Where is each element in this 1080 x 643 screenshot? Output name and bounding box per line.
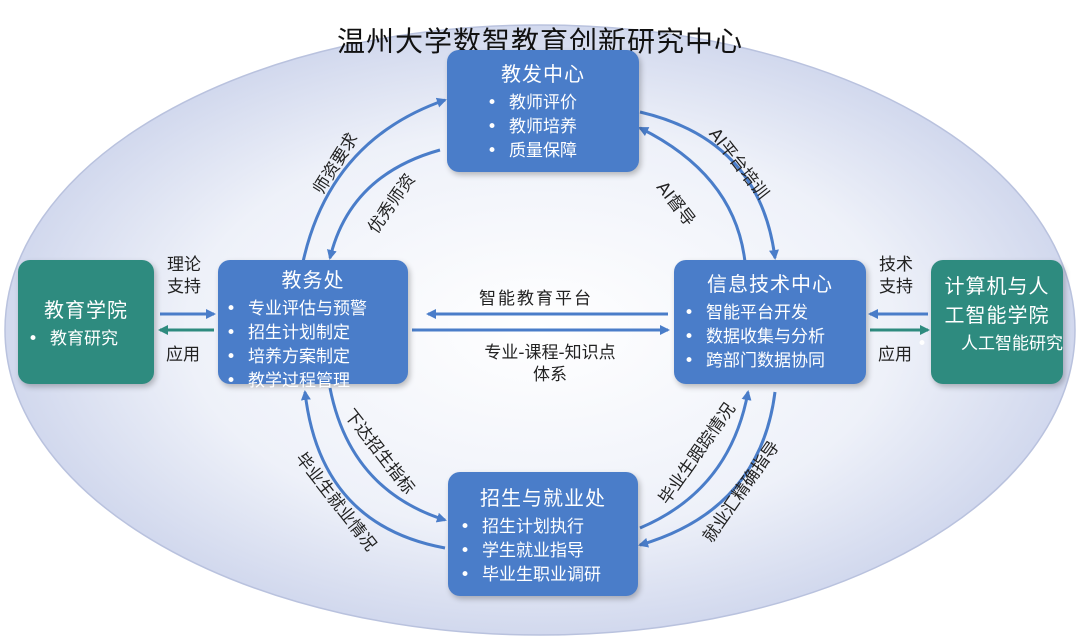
box-jiaowu-item: 培养方案制定 [226,345,408,369]
box-jiaowu-item: 专业评估与预警 [226,297,408,321]
box-xinxi-item: 数据收集与分析 [684,325,866,349]
box-jiaowu: 教务处 专业评估与预警 招生计划制定 培养方案制定 教学过程管理 [218,260,408,391]
label-jishu: 技术 [879,255,913,275]
box-jisuanji-title-2: 工智能学院 [944,303,1050,327]
box-zhaosheng-item: 招生计划执行 [460,515,638,539]
box-jiaoyu: 教育学院 教育研究 [18,260,154,384]
label-zhichi: 支持 [167,277,201,297]
label-right-yingyong: 应用 [878,345,912,365]
label-zhuanye-kecheng: 专业-课程-知识点 体系 [450,342,650,386]
box-xinxi-item: 智能平台开发 [684,301,866,325]
label-left-yingyong: 应用 [166,345,200,365]
box-jisuanji-item: 人工智能研究 [939,332,1073,356]
label-zhuanye-kecheng-2: 体系 [533,365,567,385]
box-xinxi: 信息技术中心 智能平台开发 数据收集与分析 跨部门数据协同 [674,260,866,384]
box-jiaowu-item: 教学过程管理 [226,369,408,393]
box-jiaofa-item: 教师培养 [487,115,639,139]
box-jiaofa-item: 教师评价 [487,91,639,115]
arrow-shizi-yaoqiu [301,97,447,263]
label-zhuanye-kecheng-1: 专业-课程-知识点 [484,343,616,363]
box-jiaoyu-title: 教育学院 [44,298,128,322]
box-zhaosheng-title: 招生与就业处 [480,486,606,510]
label-jishu-zhichi-2: 支持 [879,277,913,297]
box-jiaoyu-item: 教育研究 [28,327,154,351]
label-lilun-zhichi: 理论 支持 [164,254,204,298]
arrow-xiada-zhaosheng [328,387,447,523]
box-jiaofa: 教发中心 教师评价 教师培养 质量保障 [447,50,639,172]
label-lilun: 理论 [167,255,201,275]
box-xinxi-item: 跨部门数据协同 [684,349,866,373]
box-jiaowu-item: 招生计划制定 [226,321,408,345]
box-jiaowu-title: 教务处 [281,268,345,292]
box-zhaosheng-item: 毕业生职业调研 [460,563,638,587]
arrow-jiuye-huizong [638,391,777,548]
label-zhineng-pingtai: 智能教育平台 [479,289,593,309]
arrow-ai-dudao [638,126,747,263]
arrow-biyesheng-jiuye [300,390,446,550]
box-zhaosheng: 招生与就业处 招生计划执行 学生就业指导 毕业生职业调研 [448,472,638,596]
box-jisuanji: 计算机与人 工智能学院 人工智能研究 [931,260,1063,384]
box-jiaofa-item: 质量保障 [487,139,639,163]
arrow-biyesheng-genzong [639,390,752,530]
label-jishu-zhichi: 技术 支持 [876,254,916,298]
box-jiaofa-title: 教发中心 [501,62,585,86]
arrow-youxiu-shizi [327,148,441,260]
box-jisuanji-title-1: 计算机与人 [944,274,1050,298]
box-zhaosheng-item: 学生就业指导 [460,539,638,563]
box-xinxi-title: 信息技术中心 [707,272,833,296]
arrow-ai-peixun [639,110,779,260]
